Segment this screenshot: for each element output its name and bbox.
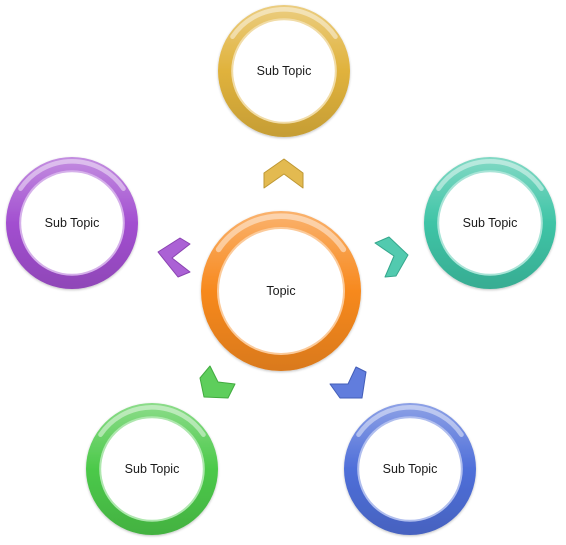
ring-inner xyxy=(233,20,335,122)
ring-highlight xyxy=(18,159,126,191)
arrow-to-right xyxy=(374,236,409,278)
ring-highlight xyxy=(436,159,544,191)
subtopic-node-bottom-left[interactable]: Sub Topic xyxy=(86,403,218,535)
arrow-to-left xyxy=(157,237,191,278)
ring-highlight xyxy=(230,7,338,39)
arrow-to-top xyxy=(263,158,304,189)
subtopic-label: Sub Topic xyxy=(45,216,100,230)
subtopic-node-bottom-right[interactable]: Sub Topic xyxy=(344,403,476,535)
topic-node-center[interactable]: Topic xyxy=(201,211,361,371)
ring-highlight xyxy=(215,213,347,253)
ring-inner xyxy=(359,418,461,520)
ring-inner xyxy=(439,172,541,274)
arrow-to-bottom-right xyxy=(329,366,367,399)
subtopic-label: Sub Topic xyxy=(125,462,180,476)
subtopic-node-right[interactable]: Sub Topic xyxy=(424,157,556,289)
subtopic-node-left[interactable]: Sub Topic xyxy=(6,157,138,289)
ring-inner xyxy=(21,172,123,274)
ring-inner xyxy=(101,418,203,520)
ring-highlight xyxy=(356,405,464,437)
ring-inner xyxy=(219,229,343,353)
arrow-to-bottom-left xyxy=(199,365,236,399)
ring-highlight xyxy=(98,405,206,437)
subtopic-label: Sub Topic xyxy=(463,216,518,230)
subtopic-node-top[interactable]: Sub Topic xyxy=(218,5,350,137)
subtopic-label: Sub Topic xyxy=(383,462,438,476)
subtopic-label: Sub Topic xyxy=(257,64,312,78)
topic-label: Topic xyxy=(266,284,295,298)
